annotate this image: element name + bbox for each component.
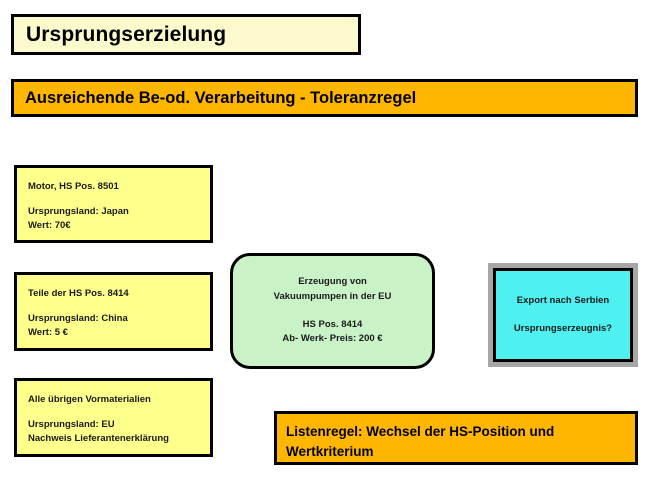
- export-box: Export nach Serbien Ursprungserzeugnis?: [493, 268, 633, 362]
- material-origin: Ursprungsland: EU: [28, 418, 115, 430]
- export-question: Ursprungserzeugnis?: [513, 323, 613, 334]
- material-heading: Motor, HS Pos. 8501: [28, 181, 119, 192]
- process-hs-position: HS Pos. 8414: [302, 318, 363, 330]
- material-box-motor: Motor, HS Pos. 8501 Ursprungsland: Japan…: [14, 165, 213, 243]
- page-title: Ursprungserzielung: [26, 22, 227, 46]
- spacer: [28, 194, 210, 205]
- section-banner-label: Ausreichende Be-od. Verarbeitung - Toler…: [25, 88, 417, 107]
- list-rule-box: Listenregel: Wechsel der HS-Position und…: [274, 411, 638, 465]
- spacer: [28, 301, 210, 312]
- material-value: Wert: 5 €: [28, 326, 68, 338]
- process-ex-works-price: Ab- Werk- Preis: 200 €: [282, 333, 383, 345]
- material-value: Wert: 70€: [28, 219, 71, 231]
- material-value: Nachweis Lieferantenerklärung: [28, 432, 169, 444]
- material-heading: Alle übrigen Vormaterialien: [28, 394, 151, 405]
- material-origin: Ursprungsland: Japan: [28, 205, 129, 217]
- process-box-production: Erzeugung von Vakuumpumpen in der EU HS …: [230, 253, 435, 369]
- process-line-1: Erzeugung von: [298, 276, 367, 288]
- list-rule-line-1: Listenregel: Wechsel der HS-Position und: [286, 424, 555, 439]
- process-line-2: Vakuumpumpen in der EU: [273, 290, 392, 302]
- slide-title-box: Ursprungserzielung: [11, 14, 361, 55]
- material-heading: Teile der HS Pos. 8414: [28, 288, 129, 299]
- material-origin: Ursprungsland: China: [28, 312, 128, 324]
- section-banner: Ausreichende Be-od. Verarbeitung - Toler…: [11, 79, 638, 117]
- material-box-parts: Teile der HS Pos. 8414 Ursprungsland: Ch…: [14, 272, 213, 351]
- export-box-frame: Export nach Serbien Ursprungserzeugnis?: [488, 263, 638, 367]
- material-box-other: Alle übrigen Vormaterialien Ursprungslan…: [14, 378, 213, 457]
- spacer: [28, 407, 210, 418]
- export-destination: Export nach Serbien: [516, 294, 610, 306]
- list-rule-line-2: Wertkriterium: [286, 444, 374, 460]
